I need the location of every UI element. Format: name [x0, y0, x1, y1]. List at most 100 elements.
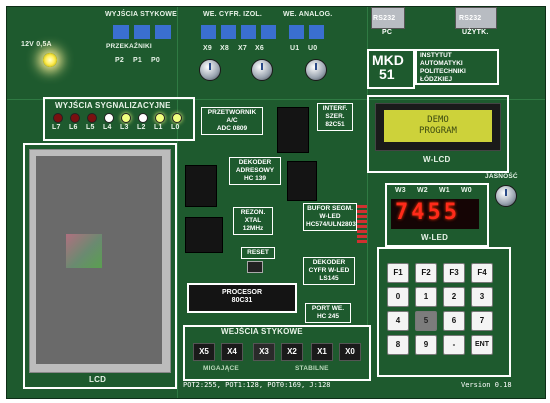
key-f4[interactable]: F4 [471, 263, 493, 283]
board: 12V 0,5A WYJŚCIA STYKOWE PRZEKAŹNIKI P2 … [6, 6, 546, 399]
led-l1 [155, 113, 165, 123]
digital-input-terminals [201, 25, 277, 39]
potentiometer-knob-pot2[interactable] [199, 59, 221, 81]
key-1[interactable]: 1 [415, 287, 437, 307]
key-4[interactable]: 4 [387, 311, 409, 331]
led-l5 [87, 113, 97, 123]
dekoder-led-label-line2: CYFR W-LED [308, 267, 350, 274]
led-l0 [172, 113, 182, 123]
led-label-l6: L6 [69, 124, 78, 131]
key-3[interactable]: 3 [471, 287, 493, 307]
wled-panel [385, 183, 489, 247]
rs232-pc-label-1: RS232 [373, 15, 396, 22]
wlcd-screen[interactable]: DEMO PROGRAM [384, 110, 492, 142]
key-minus[interactable]: - [443, 335, 465, 355]
input-switches-title: WEJŚCIA STYKOWE [221, 327, 303, 336]
we-analog-label: WE. ANALOG. [283, 11, 333, 18]
wled-digit-label-w3: W3 [395, 187, 406, 194]
switch-x3[interactable]: X3 [253, 343, 275, 361]
rezon-label-line1: REZON. [240, 209, 266, 216]
cpu-ic: PROCESOR 80C31 [187, 283, 297, 313]
institute-line-3: POLITECHNIKI [420, 68, 466, 75]
wled-digit-label-w1: W1 [439, 187, 450, 194]
dekoder-led-label-line3: LS145 [319, 275, 339, 282]
analog-input-u0: U0 [308, 45, 318, 52]
jasnosc-label: JASNOŚĆ [485, 173, 518, 180]
power-label: 12V 0,5A [21, 41, 52, 48]
decoder-label-line1: DEKODER [238, 159, 272, 166]
lcd-bezel [29, 149, 171, 373]
decoder-label-line2: ADRESOWY [235, 167, 275, 174]
digital-input-x6: X6 [255, 45, 264, 52]
pcb-trace [7, 99, 545, 100]
key-6[interactable]: 6 [443, 311, 465, 331]
lcd-panel-frame [23, 143, 177, 389]
key-ent[interactable]: ENT [471, 335, 493, 355]
led-label-l7: L7 [52, 124, 61, 131]
wlcd-module: DEMO PROGRAM [375, 103, 501, 151]
institute-line-2: AUTOMATYKI [420, 60, 463, 67]
brightness-knob[interactable] [495, 185, 517, 207]
we-cyfr-izol-label: WE. CYFR. IZOL. [203, 11, 262, 18]
serial-chip-label: INTERF. SZER. 82C51 [317, 103, 353, 131]
switch-x5[interactable]: X5 [193, 343, 215, 361]
wled-digit-label-w2: W2 [417, 187, 428, 194]
relay-terminals [113, 25, 171, 39]
logic-ic [287, 161, 317, 201]
adc-label-line3: ADC 0809 [216, 125, 248, 132]
wled-digit-label-w0: W0 [461, 187, 472, 194]
relay-label-p2: P2 [115, 57, 124, 64]
institute-line-1: INSTYTUT [420, 52, 452, 59]
potentiometer-knob-pot0[interactable] [305, 59, 327, 81]
switch-x1[interactable]: X1 [311, 343, 333, 361]
lcd-screen[interactable] [36, 156, 162, 364]
signal-leds-title: WYJŚCIA SYGNALIZACYJNE [55, 101, 171, 110]
switch-x2[interactable]: X2 [281, 343, 303, 361]
wlcd-label: W-LCD [423, 155, 451, 164]
analog-input-terminals [289, 25, 325, 39]
key-0[interactable]: 0 [387, 287, 409, 307]
led-l4 [104, 113, 114, 123]
relay-label-p0: P0 [151, 57, 160, 64]
key-f1[interactable]: F1 [387, 263, 409, 283]
key-2[interactable]: 2 [443, 287, 465, 307]
key-5[interactable]: 5 [415, 311, 437, 331]
serial-label-line3: 82C51 [325, 121, 345, 128]
switch-x0[interactable]: X0 [339, 343, 361, 361]
port-we-chip-label: PORT WE. HC 245 [305, 303, 351, 323]
lcd-panel-label: LCD [89, 375, 107, 384]
memory-ic [185, 165, 217, 207]
rezon-chip-label: REZON. XTAL 12MHz [233, 207, 273, 235]
key-f3[interactable]: F3 [443, 263, 465, 283]
lcd-graphic-square [66, 234, 102, 268]
key-7[interactable]: 7 [471, 311, 493, 331]
led-l3 [121, 113, 131, 123]
keypad-panel [377, 247, 511, 377]
rs232-user-label-1: RS232 [459, 15, 482, 22]
key-9[interactable]: 9 [415, 335, 437, 355]
status-readout: POT2:255, POT1:128, POT0:169, J:128 [183, 381, 331, 389]
adc-label-line2: A/C [226, 117, 238, 124]
potentiometer-knob-pot1[interactable] [251, 59, 273, 81]
dekoder-led-label-line1: DEKODER [312, 259, 346, 266]
key-f2[interactable]: F2 [415, 263, 437, 283]
rs232-pc-label-2: PC [382, 29, 393, 36]
wlcd-line-1: DEMO [427, 115, 449, 125]
wyjscia-stykowe-label: WYJŚCIA STYKOWE [105, 11, 177, 18]
logo-model-line2: 51 [379, 66, 395, 82]
wled-display: 7455 [391, 199, 479, 229]
reset-label: RESET [241, 247, 275, 259]
wled-label: W-LED [421, 233, 449, 242]
rezon-label-line2: XTAL [244, 217, 262, 224]
key-8[interactable]: 8 [387, 335, 409, 355]
power-led [43, 53, 57, 67]
reset-button[interactable] [247, 261, 263, 273]
rs232-user-connector [455, 7, 497, 29]
input-switches-left-label: MIGAJĄCE [203, 365, 239, 372]
dekoder-led-chip-label: DEKODER CYFR W-LED LS145 [303, 257, 355, 285]
led-l7 [53, 113, 63, 123]
rezon-label-line3: 12MHz [242, 225, 264, 232]
switch-x4[interactable]: X4 [221, 343, 243, 361]
led-l6 [70, 113, 80, 123]
buffer-label-line3: HC574/ULN2803 [306, 221, 356, 228]
